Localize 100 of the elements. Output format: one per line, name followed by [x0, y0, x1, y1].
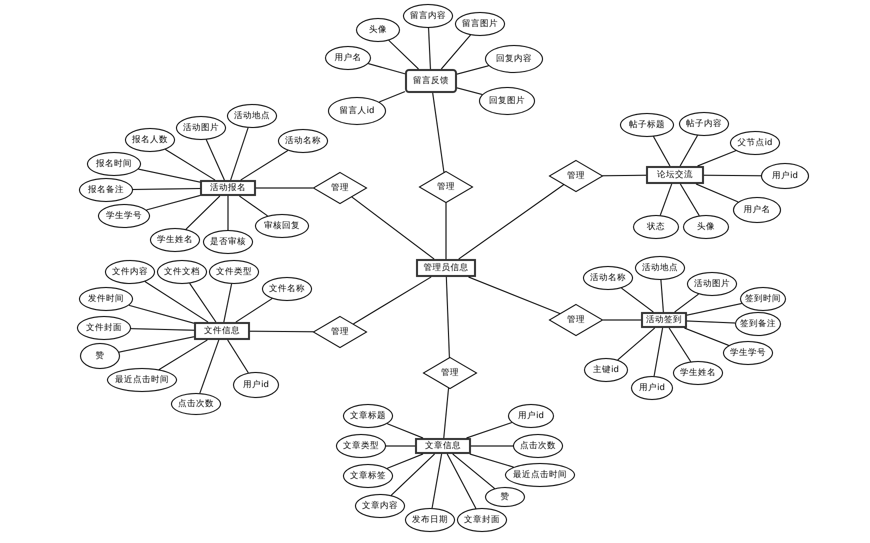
connector-line — [130, 328, 194, 331]
attribute-ellipse: 赞 — [485, 487, 525, 507]
attribute-ellipse: 学生姓名 — [673, 361, 723, 385]
relationship-diamond: 管理 — [419, 171, 473, 203]
connector-line — [128, 304, 194, 324]
connector-line — [686, 320, 736, 324]
connector-line — [668, 328, 692, 362]
connector-line — [456, 87, 483, 95]
attribute-ellipse: 报名备注 — [79, 178, 133, 202]
connector-line — [452, 454, 496, 489]
attribute-ellipse: 赞 — [80, 343, 120, 369]
relationship-diamond: 管理 — [313, 172, 367, 204]
attribute-ellipse: 文件名称 — [262, 277, 312, 301]
attribute-ellipse: 是否审核 — [203, 230, 253, 254]
connector-line — [138, 168, 200, 183]
connector-line — [240, 150, 288, 180]
attribute-ellipse: 文章类型 — [336, 434, 386, 458]
attribute-ellipse: 最近点击时间 — [107, 368, 177, 392]
connector-line — [428, 28, 431, 70]
entity-box: 活动报名 — [200, 180, 256, 196]
connector-line — [158, 340, 208, 370]
connector-line — [466, 422, 512, 438]
connector-line — [164, 148, 216, 180]
connector-line — [250, 330, 314, 332]
entity-box: 活动签到 — [641, 312, 687, 328]
attribute-ellipse: 活动名称 — [583, 266, 633, 290]
connector-line — [351, 196, 435, 260]
attribute-ellipse: 留言内容 — [403, 4, 453, 28]
attribute-ellipse: 头像 — [356, 18, 400, 42]
connector-line — [458, 184, 564, 260]
attribute-ellipse: 回复内容 — [485, 45, 543, 73]
connector-line — [432, 92, 444, 173]
attribute-ellipse: 状态 — [633, 215, 679, 239]
attribute-ellipse: 主键id — [584, 358, 628, 382]
attribute-ellipse: 头像 — [683, 215, 729, 239]
connector-line — [432, 454, 442, 509]
attribute-ellipse: 留言人id — [328, 97, 386, 125]
connector-line — [446, 454, 476, 509]
attribute-ellipse: 用户名 — [733, 197, 781, 223]
connector-line — [352, 276, 432, 324]
attribute-ellipse: 文章内容 — [355, 494, 405, 518]
connector-line — [185, 196, 220, 230]
connector-line — [468, 276, 560, 314]
attribute-ellipse: 签到时间 — [740, 287, 786, 311]
attribute-ellipse: 用户id — [508, 404, 554, 428]
attribute-ellipse: 文章标签 — [343, 464, 393, 488]
attribute-ellipse: 活动地点 — [227, 104, 277, 128]
connector-line — [132, 188, 200, 190]
attribute-ellipse: 学生姓名 — [150, 228, 200, 252]
attribute-ellipse: 父节点id — [730, 131, 780, 155]
connector-line — [227, 340, 249, 374]
connector-line — [653, 136, 670, 166]
connector-line — [440, 34, 471, 70]
attribute-ellipse: 文件文档 — [157, 260, 207, 284]
connector-line — [456, 65, 490, 75]
attribute-ellipse: 审核回复 — [255, 214, 309, 238]
entity-box: 论坛交流 — [646, 166, 704, 184]
attribute-ellipse: 用户id — [631, 376, 673, 400]
entity-box: 文章信息 — [415, 438, 471, 454]
relationship-diamond: 管理 — [549, 304, 603, 336]
connector-line — [469, 454, 514, 468]
connector-line — [686, 303, 742, 316]
connector-line — [230, 127, 249, 180]
connector-line — [388, 40, 420, 70]
connector-line — [704, 174, 762, 176]
connector-line — [146, 195, 200, 210]
attribute-ellipse: 学生学号 — [723, 341, 773, 365]
connector-line — [674, 294, 700, 312]
connector-line — [223, 283, 232, 322]
attribute-ellipse: 文章标题 — [343, 404, 393, 428]
connector-line — [235, 298, 273, 322]
attribute-ellipse: 文件内容 — [105, 260, 155, 284]
attribute-ellipse: 签到备注 — [735, 312, 781, 336]
connector-line — [386, 423, 424, 438]
attribute-ellipse: 帖子内容 — [679, 112, 729, 136]
connector-line — [696, 184, 739, 202]
attribute-ellipse: 点击次数 — [513, 434, 563, 458]
attribute-ellipse: 发布日期 — [405, 508, 455, 532]
attribute-ellipse: 帖子标题 — [620, 113, 674, 137]
connector-line — [680, 184, 700, 216]
connector-line — [446, 276, 450, 358]
connector-line — [602, 174, 646, 176]
attribute-ellipse: 用户名 — [325, 46, 371, 70]
attribute-ellipse: 用户id — [233, 372, 279, 398]
attribute-ellipse: 活动地点 — [635, 256, 685, 280]
connector-line — [238, 196, 268, 216]
attribute-ellipse: 报名时间 — [87, 152, 141, 176]
attribute-ellipse: 活动图片 — [176, 116, 226, 140]
connector-line — [660, 280, 664, 312]
connector-line — [617, 328, 656, 360]
attribute-ellipse: 留言图片 — [455, 12, 505, 36]
attribute-ellipse: 活动图片 — [687, 272, 737, 296]
connector-line — [390, 454, 436, 496]
relationship-diamond: 管理 — [313, 316, 367, 348]
attribute-ellipse: 最近点击时间 — [505, 463, 575, 487]
connector-line — [386, 454, 424, 469]
attribute-ellipse: 回复图片 — [479, 87, 535, 115]
attribute-ellipse: 学生学号 — [98, 204, 150, 228]
connector-line — [199, 340, 220, 394]
relationship-diamond: 管理 — [549, 160, 603, 192]
